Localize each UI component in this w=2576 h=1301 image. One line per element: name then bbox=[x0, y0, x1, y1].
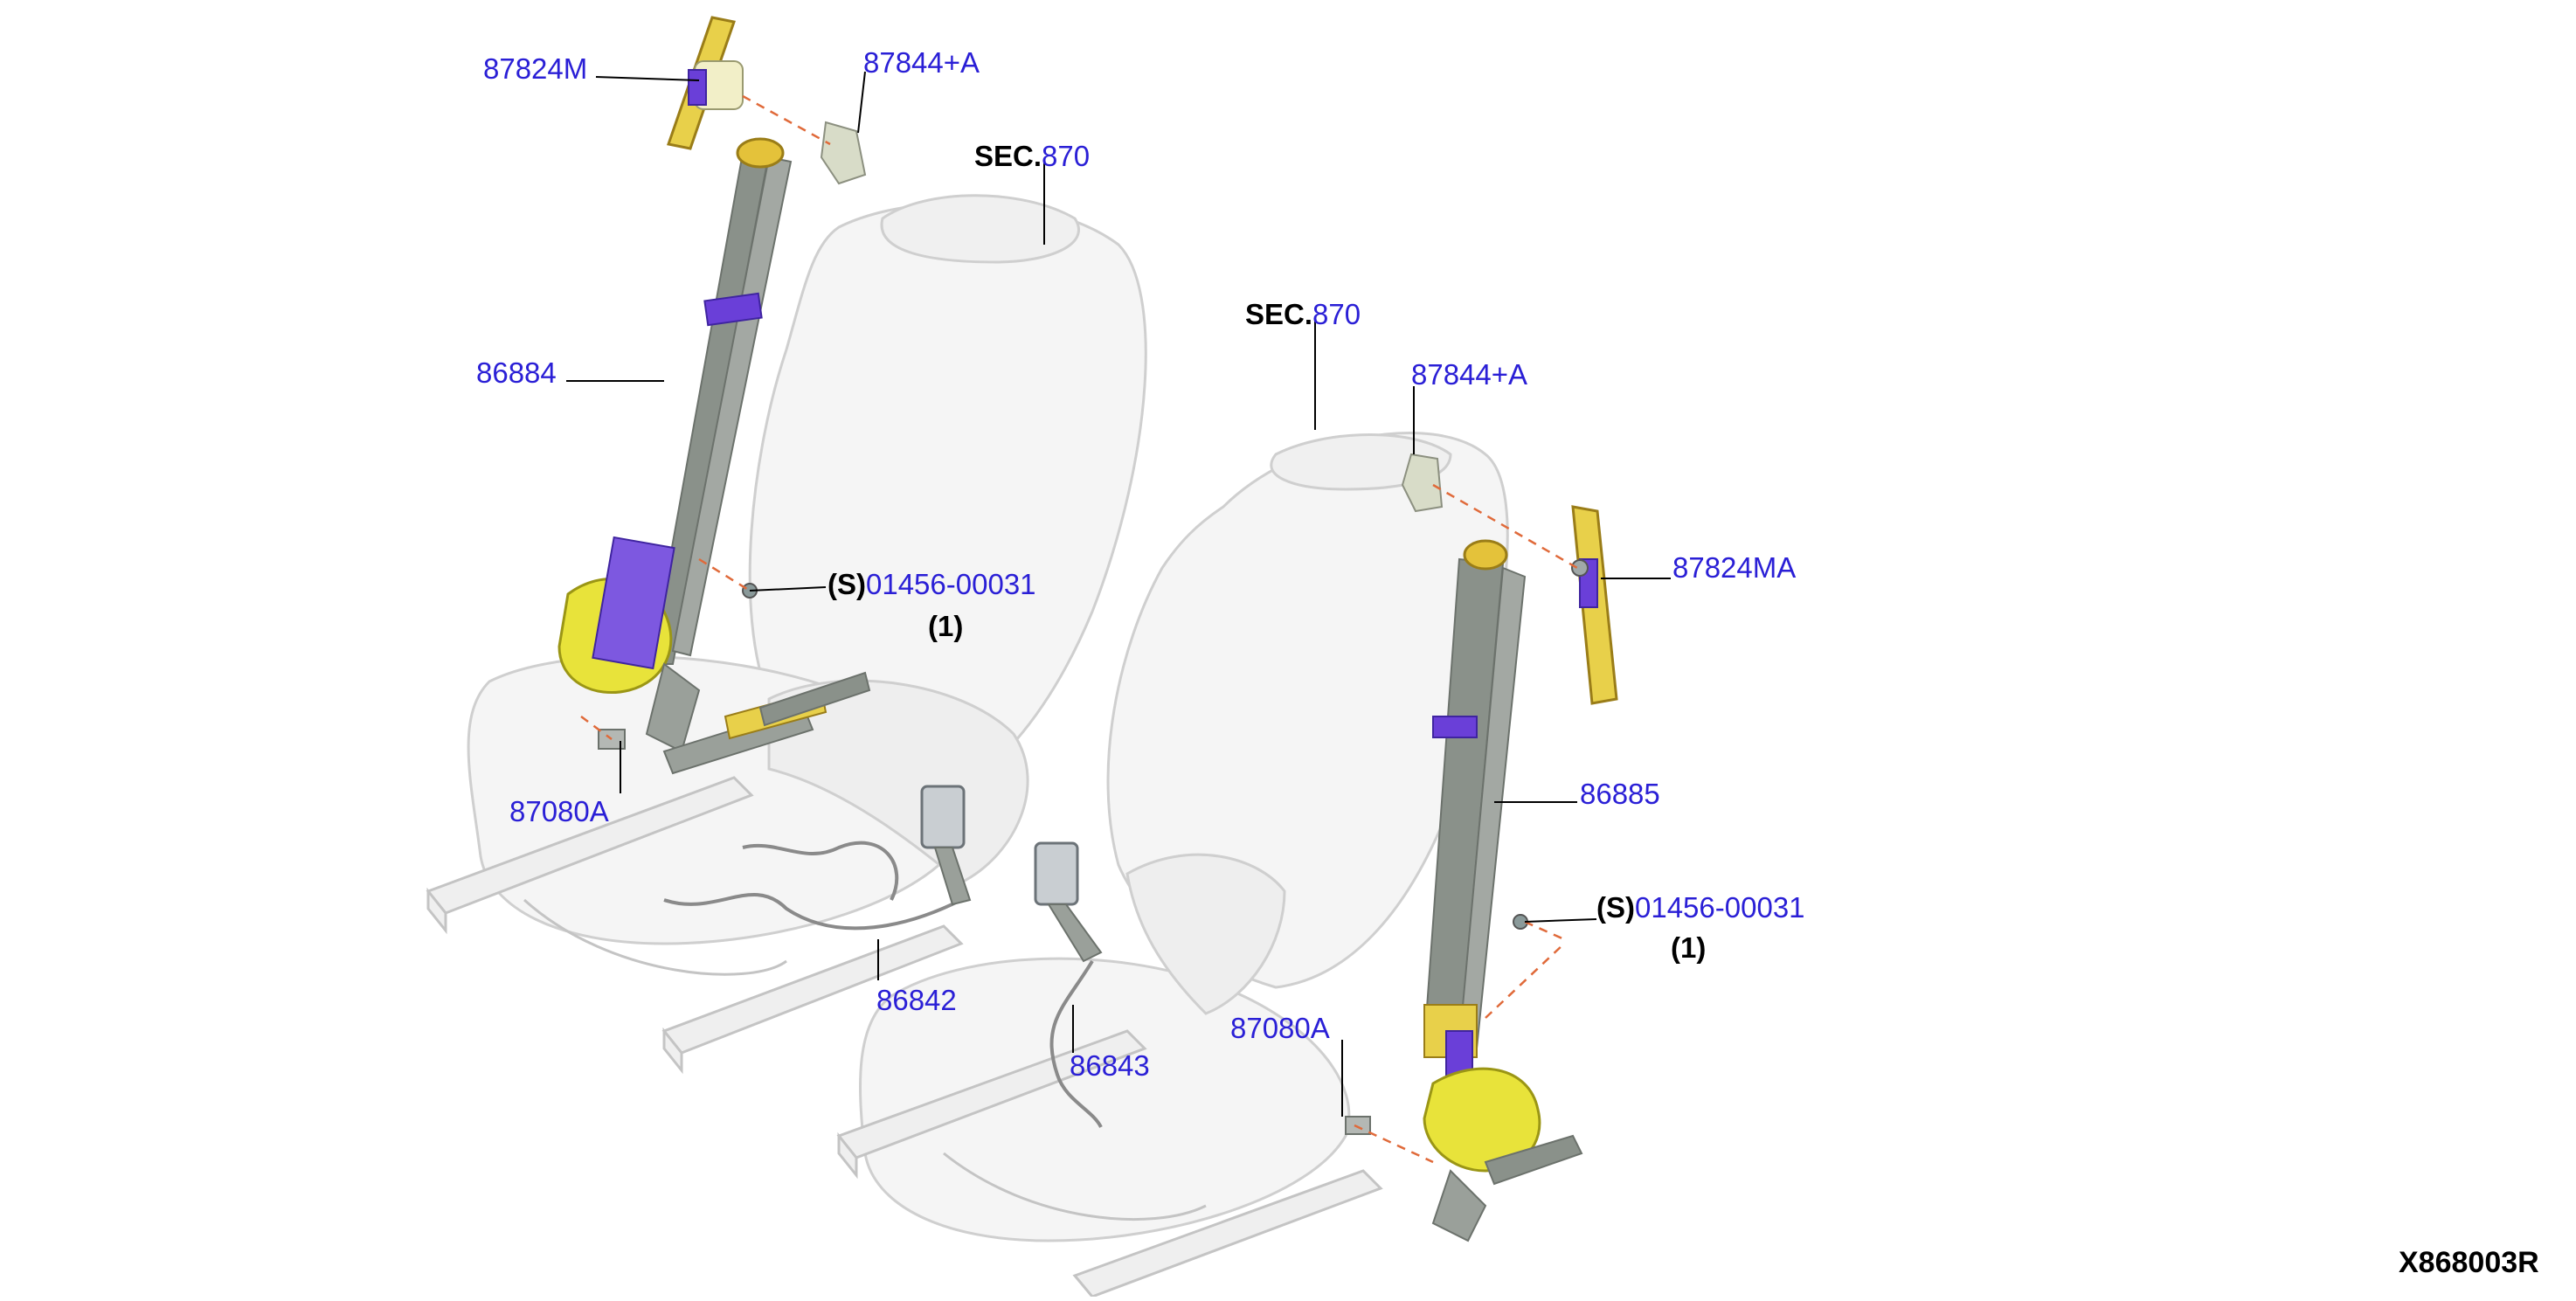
label-left-sec[interactable]: SEC.870 bbox=[974, 142, 1090, 170]
right-cover-part bbox=[1401, 453, 1444, 513]
bolt-prefix: (S) bbox=[828, 568, 866, 600]
label-buckle-right[interactable]: 86843 bbox=[1070, 1049, 1150, 1082]
label-right-cover[interactable]: 87844+A bbox=[1411, 358, 1528, 391]
buckle-right-part bbox=[1034, 841, 1103, 1128]
right-seat bbox=[858, 432, 1509, 1242]
right-anchor-part bbox=[1345, 1116, 1371, 1135]
label-right-upper-anchor[interactable]: 87824MA bbox=[1672, 551, 1797, 584]
bolt-number: 01456-00031 bbox=[1635, 891, 1805, 924]
right-belt-assembly bbox=[1423, 539, 1583, 1242]
buckle-left-part bbox=[920, 785, 972, 906]
left-belt-assembly bbox=[557, 137, 871, 775]
label-buckle-left[interactable]: 86842 bbox=[876, 984, 957, 1016]
leader-lines bbox=[566, 71, 1671, 1117]
right-seat-rails bbox=[836, 1029, 1383, 1298]
sec-number: 870 bbox=[1042, 140, 1091, 172]
label-right-lower-anchor[interactable]: 87080A bbox=[1230, 1012, 1330, 1044]
left-cover-part bbox=[820, 121, 867, 185]
label-left-upper-anchor[interactable]: 87824M bbox=[483, 52, 588, 85]
bolt-number: 01456-00031 bbox=[866, 568, 1036, 600]
label-left-lower-anchor[interactable]: 87080A bbox=[509, 795, 609, 827]
label-right-belt[interactable]: 86885 bbox=[1580, 778, 1660, 810]
right-bolt-quantity: (1) bbox=[1671, 931, 1707, 964]
label-left-belt[interactable]: 86884 bbox=[476, 356, 557, 389]
right-upper-anchor-part bbox=[1571, 505, 1618, 705]
label-left-bolt[interactable]: (S)01456-00031 bbox=[828, 570, 1036, 599]
figure-code: X868003R bbox=[2399, 1246, 2539, 1279]
sec-prefix: SEC. bbox=[1245, 298, 1313, 330]
label-right-sec[interactable]: SEC.870 bbox=[1245, 300, 1361, 329]
left-seat bbox=[467, 194, 1147, 945]
bolt-prefix: (S) bbox=[1596, 891, 1635, 924]
left-seat-rails bbox=[426, 776, 964, 1075]
label-left-cover[interactable]: 87844+A bbox=[863, 46, 980, 79]
left-bolt-quantity: (1) bbox=[928, 610, 964, 642]
sec-number: 870 bbox=[1312, 298, 1361, 330]
sec-prefix: SEC. bbox=[974, 140, 1042, 172]
dashed-assembly-lines bbox=[580, 94, 1578, 1164]
left-upper-anchor-part bbox=[667, 16, 744, 150]
label-right-bolt[interactable]: (S)01456-00031 bbox=[1596, 893, 1805, 922]
buckle-harness-left bbox=[663, 841, 962, 931]
